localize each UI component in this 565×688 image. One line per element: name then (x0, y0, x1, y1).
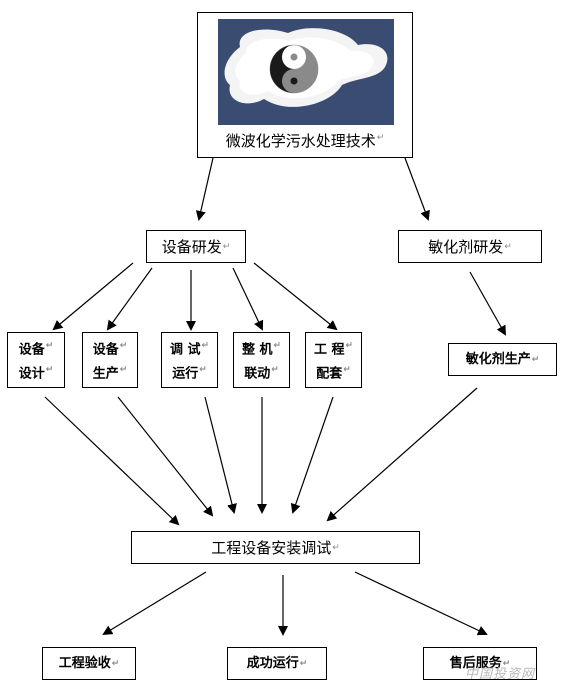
arrow-rd-to-linkage (232, 267, 264, 331)
arrow-design-to-install (44, 396, 180, 526)
equipment-production-box: 设备↵ 生产↵ (82, 332, 138, 388)
arrow-production-to-install (117, 396, 214, 517)
after-sales-box: 售后服务↵ (423, 647, 537, 680)
equipment-rd-box: 设备研发↵ (146, 230, 246, 263)
arrow-title-to-sensitizer-rd (404, 157, 430, 221)
project-supply-box: 工 程↵ 配套↵ (305, 332, 362, 388)
equipment-design-box: 设备↵ 设计↵ (7, 332, 65, 388)
arrow-title-to-equipment-rd (195, 157, 214, 221)
success-run-box: 成功运行↵ (227, 647, 327, 680)
install-debug-box: 工程设备安装调试↵ (131, 531, 420, 564)
watermark: 中国投资网 (464, 667, 535, 682)
arrow-debug-to-install (204, 396, 237, 514)
arrow-sensitizer-rd-to-production (469, 271, 506, 336)
debug-run-box: 调 试↵ 运行↵ (161, 332, 218, 388)
machine-linkage-box: 整 机↵ 联动↵ (233, 332, 290, 388)
title-text: 微波化学污水处理技术↵ (225, 132, 385, 150)
arrow-rd-to-supply (253, 262, 338, 331)
sensitizer-production-box: 敏化剂生产↵ (448, 343, 557, 376)
arrow-sensitizer-production-to-install (326, 387, 478, 522)
acceptance-box: 工程验收↵ (42, 647, 136, 680)
sensitizer-rd-box: 敏化剂研发↵ (398, 230, 542, 263)
arrow-install-to-after-sales (354, 571, 488, 636)
yin-yang-cloud-logo (218, 19, 394, 125)
arrow-rd-to-design (52, 262, 134, 331)
arrow-rd-to-production (106, 267, 153, 331)
arrow-supply-to-install (290, 396, 334, 514)
arrow-install-to-acceptance (102, 571, 207, 636)
